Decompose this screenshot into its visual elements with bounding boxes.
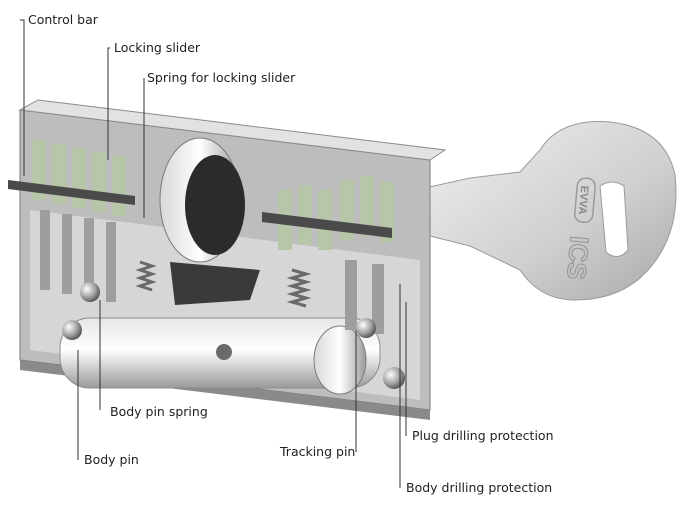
label-control-bar: Control bar	[28, 12, 98, 27]
label-plug-drilling-protection: Plug drilling protection	[412, 428, 554, 443]
key-inscription: EVVA ICS	[561, 177, 596, 281]
label-tracking-pin: Tracking pin	[280, 444, 356, 459]
label-body-drilling-protection: Body drilling protection	[406, 480, 553, 495]
control-bar	[8, 180, 135, 205]
cam	[170, 262, 260, 305]
key-hole	[599, 181, 629, 257]
locking-slider-bar	[262, 212, 392, 238]
leader-lines	[20, 19, 407, 488]
plug-screw	[216, 344, 232, 360]
label-body-pin-spring: Body pin spring	[110, 404, 208, 419]
key: EVVA ICS	[424, 121, 677, 301]
svg-text:EVVA: EVVA	[576, 185, 590, 215]
spring-icon	[135, 260, 157, 292]
label-spring-locking-slider: Spring for locking slider	[147, 70, 296, 85]
label-body-pin: Body pin	[84, 452, 139, 467]
svg-text:ICS: ICS	[561, 235, 595, 281]
label-locking-slider: Locking slider	[114, 40, 201, 55]
